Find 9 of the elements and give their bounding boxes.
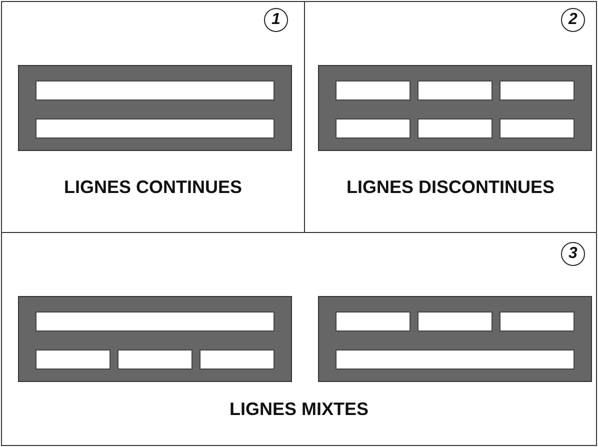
number-circle: 2 xyxy=(561,8,585,32)
number-circle: 3 xyxy=(561,242,585,266)
panel xyxy=(1,1,305,233)
panel xyxy=(1,232,597,446)
panel-title: LIGNES CONTINUES xyxy=(64,177,242,198)
panel-title: LIGNES MIXTES xyxy=(229,399,369,420)
panel-title: LIGNES DISCONTINUES xyxy=(346,177,555,198)
panel xyxy=(304,1,597,233)
number-circle: 1 xyxy=(264,8,288,32)
